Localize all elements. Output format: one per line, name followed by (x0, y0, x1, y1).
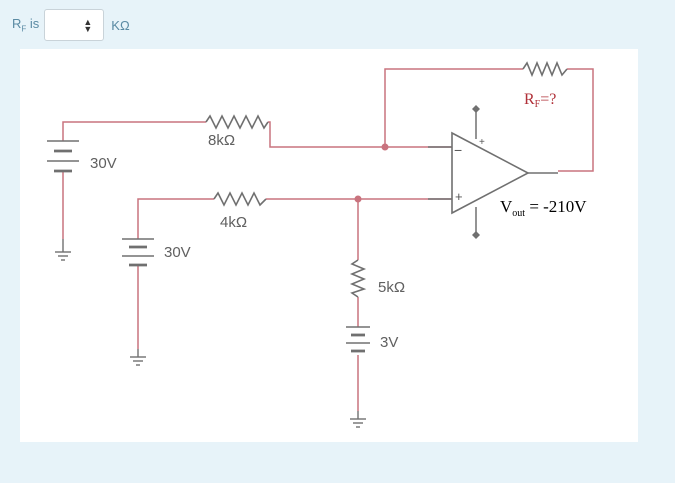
question-row: RF is ▲▼ KΩ (12, 9, 130, 41)
battery-3 (346, 326, 370, 353)
label-vout: Vout = -210V (500, 197, 587, 219)
wires (62, 68, 594, 411)
plus-sign-input: + (455, 189, 463, 204)
circuit-svg: − + + 8kΩ 4kΩ 5kΩ 30V 30V 3V RF=? Vout =… (47, 60, 594, 428)
ground-3 (350, 411, 366, 428)
sort-arrows-icon: ▲▼ (83, 17, 93, 34)
resistor-rf (522, 60, 568, 78)
label-v2: 30V (164, 244, 191, 261)
ground-symbols (55, 239, 366, 428)
ground-1 (55, 239, 71, 261)
label-v1: 30V (90, 155, 117, 172)
junction-dot (354, 195, 362, 203)
battery-1 (47, 140, 79, 173)
circuit-diagram: − + + 8kΩ 4kΩ 5kΩ 30V 30V 3V RF=? Vout =… (20, 49, 638, 442)
label-v3: 3V (380, 334, 398, 351)
ground-2 (130, 349, 146, 366)
label-r1: 8kΩ (208, 132, 235, 149)
battery-2 (122, 238, 154, 267)
rf-label: RF is (12, 16, 40, 34)
unit-label: KΩ (111, 17, 130, 33)
plus-sign-supply: + (479, 137, 485, 148)
resistors (205, 60, 568, 298)
minus-sign: − (454, 142, 462, 158)
label-r3: 5kΩ (378, 279, 405, 296)
label-r2: 4kΩ (220, 214, 247, 231)
label-rf: RF=? (524, 91, 556, 110)
resistor-4k (213, 191, 267, 207)
op-amp: − + + (428, 105, 558, 239)
resistor-5k (349, 259, 367, 298)
resistor-8k (205, 114, 269, 130)
rf-answer-select[interactable]: ▲▼ (44, 9, 105, 41)
junction-dot (381, 143, 389, 151)
